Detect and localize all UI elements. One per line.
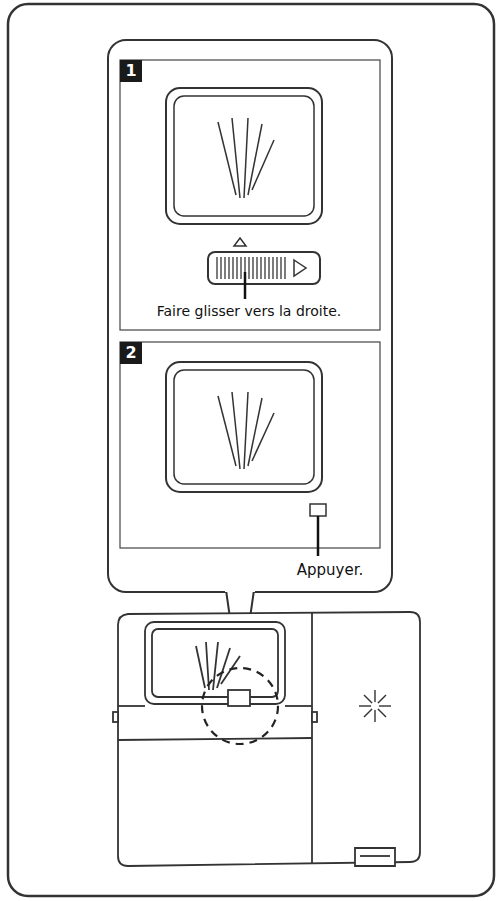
instruction-text: Appuyer. bbox=[297, 562, 363, 579]
callout-bubble bbox=[108, 40, 392, 592]
dispenser bbox=[113, 612, 420, 866]
panel-frame bbox=[120, 60, 380, 330]
callout-number: 1 bbox=[120, 60, 142, 82]
instruction-text: Faire glisser vers la droite. bbox=[157, 304, 341, 319]
outer-frame bbox=[8, 4, 494, 896]
slider bbox=[208, 252, 320, 284]
dashed-highlight bbox=[202, 668, 278, 744]
sparkle-icon bbox=[359, 690, 391, 722]
leader-line bbox=[317, 516, 320, 556]
leader-line bbox=[244, 272, 247, 299]
release-button bbox=[310, 504, 326, 516]
callout-number: 2 bbox=[120, 342, 142, 364]
panel-frame bbox=[120, 342, 380, 548]
